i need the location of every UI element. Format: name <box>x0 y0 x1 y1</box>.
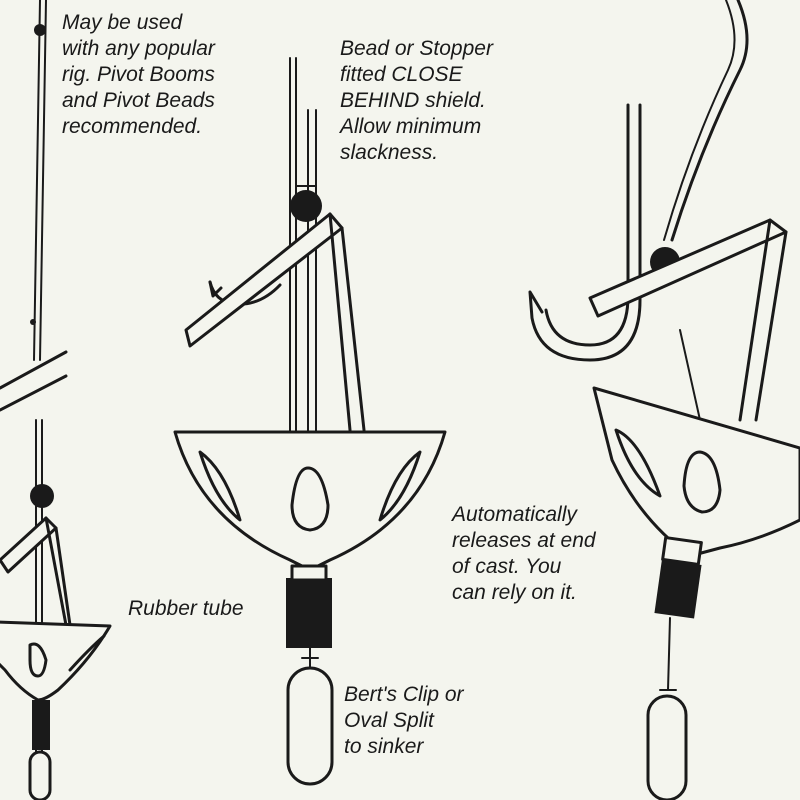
center-rubber-tube <box>286 578 332 648</box>
right-cone-hole <box>682 450 722 514</box>
note-auto-release: Automatically releases at end of cast. Y… <box>452 503 596 604</box>
center-bead-stopper <box>290 190 322 222</box>
note-bead-stopper: Bead or Stopper fitted CLOSE BEHIND shie… <box>340 37 493 164</box>
center-sinker <box>286 666 334 786</box>
center-shield-arm <box>184 212 344 348</box>
note-any-rig: May be used with any popular rig. Pivot … <box>62 11 215 138</box>
left-bead <box>30 484 54 508</box>
right-rubber-tube <box>654 559 702 619</box>
line-break-mark <box>0 350 68 390</box>
left-cone <box>0 620 112 702</box>
left-rig <box>0 0 112 800</box>
right-mainline <box>670 0 749 242</box>
left-rubber-tube <box>32 700 50 750</box>
note-rubber-tube: Rubber tube <box>128 597 244 620</box>
note-berts-clip: Bert's Clip or Oval Split to sinker <box>344 683 464 758</box>
left-stopper-bead <box>34 24 46 36</box>
right-rig <box>528 0 800 800</box>
left-mainline-upper <box>33 0 41 361</box>
center-cone-hole <box>290 466 330 532</box>
center-rig <box>173 57 447 786</box>
left-sinker <box>28 750 52 800</box>
right-hook <box>528 103 642 362</box>
right-sinker <box>646 694 688 800</box>
